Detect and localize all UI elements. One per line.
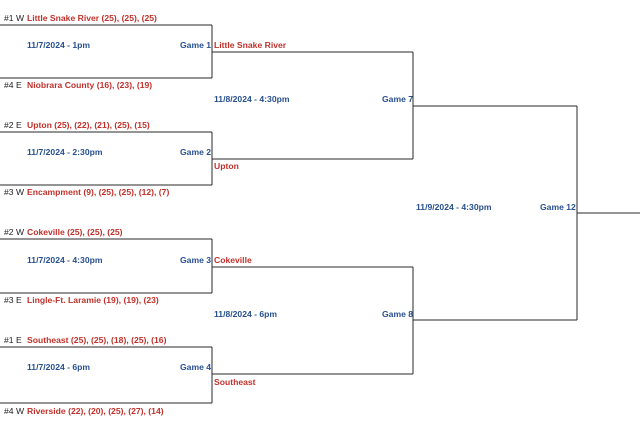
team-entry: Cokeville (25), (25), (25) (27, 227, 123, 237)
team-entry: Niobrara County (16), (23), (19) (27, 80, 153, 90)
seed-label: #1 E (4, 335, 22, 345)
team-entry: Encampment (9), (25), (25), (12), (7) (27, 187, 170, 197)
team-entry: Southeast (25), (25), (18), (25), (16) (27, 335, 167, 345)
game-date: 11/9/2024 - 4:30pm (416, 202, 492, 212)
game-label: Game 4 (180, 362, 212, 372)
game-date: 11/8/2024 - 6pm (214, 309, 278, 319)
game-winner: Southeast (214, 377, 256, 387)
team-entry: Lingle-Ft. Laramie (19), (19), (23) (27, 295, 159, 305)
game-label: Game 1 (180, 40, 212, 50)
seed-label: #3 E (4, 295, 22, 305)
team-entry: Riverside (22), (20), (25), (27), (14) (27, 406, 164, 416)
game-label: Game 12 (540, 202, 576, 212)
game-winner: Upton (214, 161, 239, 171)
seed-label: #2 E (4, 120, 22, 130)
game-label: Game 3 (180, 255, 212, 265)
game-label: Game 2 (180, 147, 212, 157)
game-date: 11/7/2024 - 1pm (27, 40, 91, 50)
game-winner: Cokeville (214, 255, 252, 265)
game-date: 11/7/2024 - 6pm (27, 362, 91, 372)
team-entry: Little Snake River (25), (25), (25) (27, 13, 157, 23)
seed-label: #3 W (4, 187, 25, 197)
seed-label: #4 E (4, 80, 22, 90)
seed-label: #1 W (4, 13, 25, 23)
game-label: Game 8 (382, 309, 414, 319)
team-entry: Upton (25), (22), (21), (25), (15) (27, 120, 150, 130)
game-date: 11/7/2024 - 2:30pm (27, 147, 103, 157)
game-date: 11/8/2024 - 4:30pm (214, 94, 290, 104)
game-label: Game 7 (382, 94, 414, 104)
seed-label: #4 W (4, 406, 25, 416)
game-winner: Little Snake River (214, 40, 287, 50)
game-date: 11/7/2024 - 4:30pm (27, 255, 103, 265)
seed-label: #2 W (4, 227, 25, 237)
